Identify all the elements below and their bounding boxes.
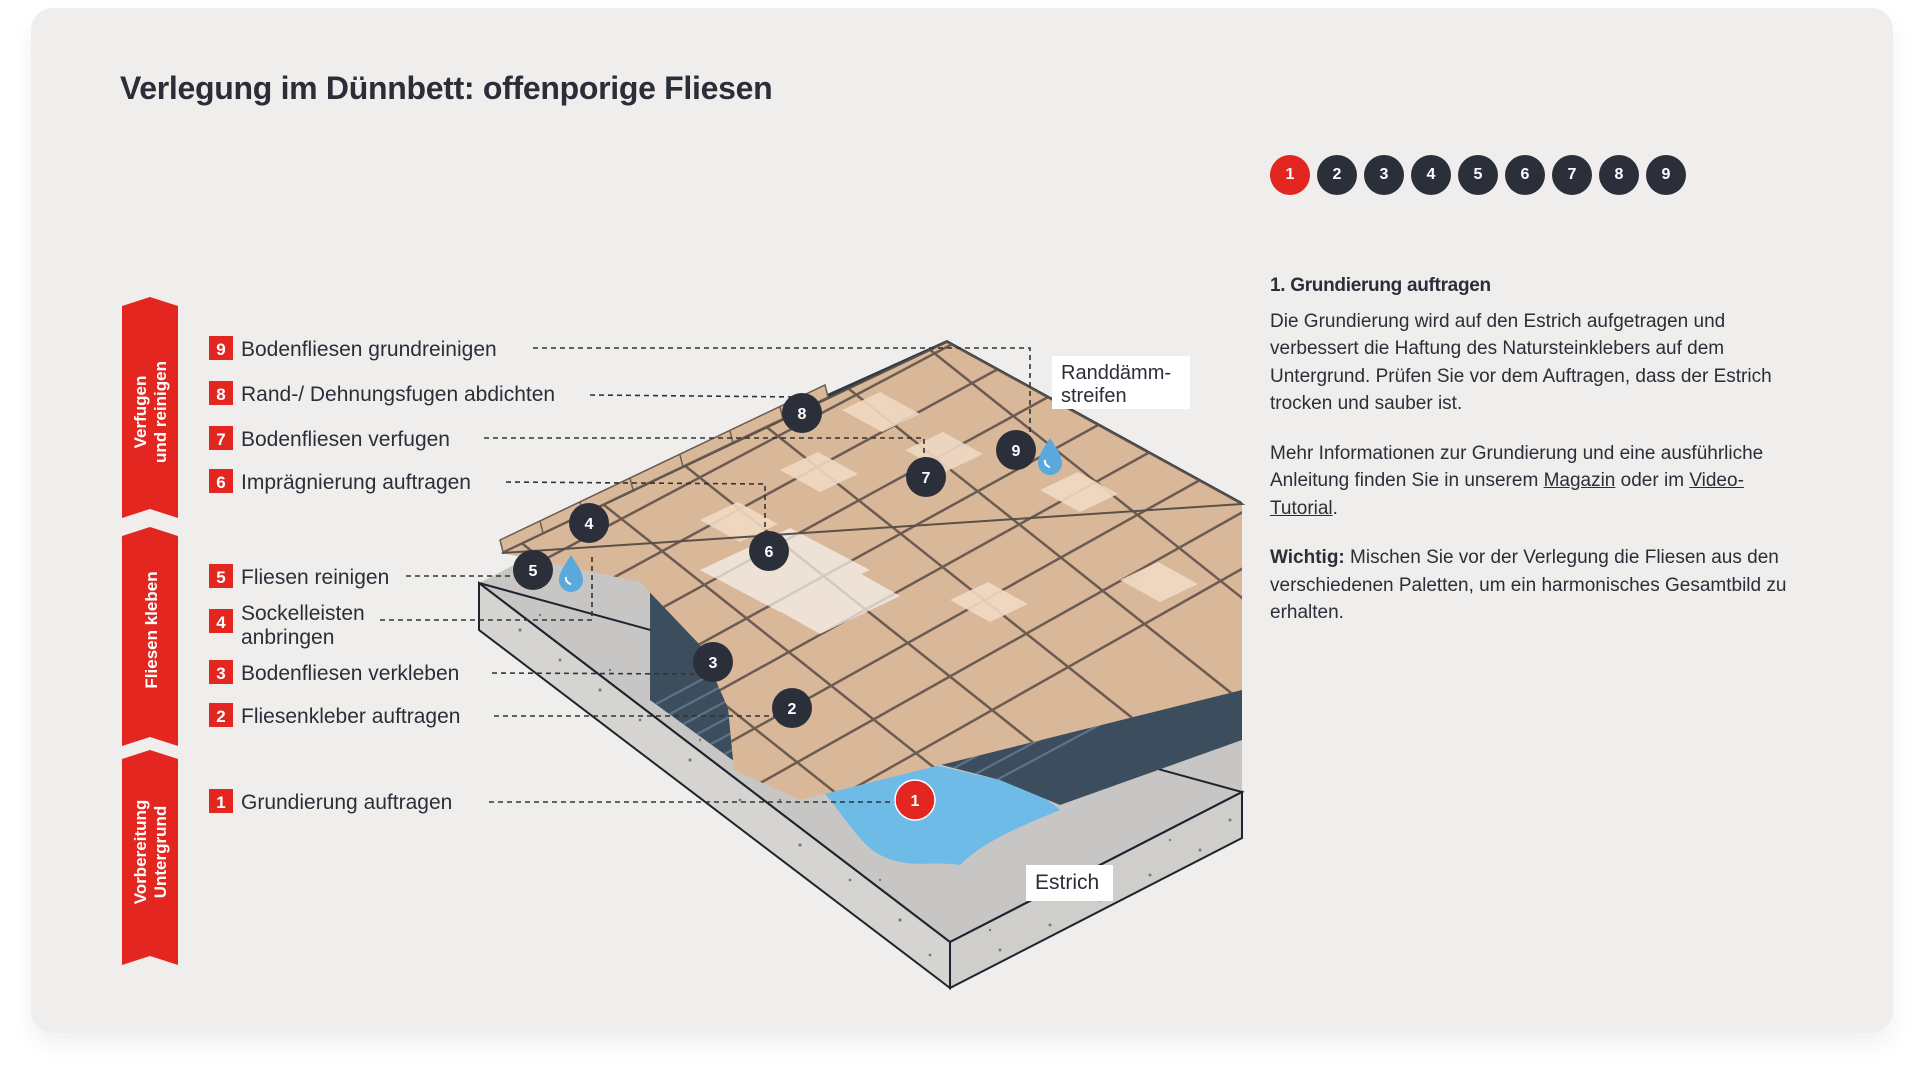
screed-label: Estrich [1026, 865, 1113, 901]
svg-text:Untergrund: Untergrund [151, 806, 170, 899]
step-description: Die Grundierung wird auf den Estrich auf… [1270, 310, 1772, 415]
diagram-marker-1[interactable]: 1 [894, 779, 936, 821]
svg-text:Bodenfliesen verkleben: Bodenfliesen verkleben [241, 662, 459, 685]
water-drop-icon [1038, 438, 1062, 475]
diagram-marker-7[interactable]: 7 [906, 457, 946, 497]
step-heading: 1. Grundierung auftragen [1270, 275, 1491, 296]
step-button-9[interactable]: 9 [1646, 155, 1686, 195]
step-button-1[interactable]: 1 [1270, 155, 1310, 195]
legend-item-1: 1 Grundierung auftragen [209, 789, 452, 814]
primer-layer [820, 760, 1060, 865]
diagram-marker-3[interactable]: 3 [693, 642, 733, 682]
svg-text:2: 2 [788, 701, 797, 718]
legend-item-6: 6 Imprägnierung auftragen [209, 469, 471, 494]
svg-text:Estrich: Estrich [1035, 871, 1099, 894]
step-button-5[interactable]: 5 [1458, 155, 1498, 195]
svg-text:Fliesen reinigen: Fliesen reinigen [241, 566, 389, 589]
step-button-4[interactable]: 4 [1411, 155, 1451, 195]
step-button-6[interactable]: 6 [1505, 155, 1545, 195]
svg-text:Bodenfliesen verfugen: Bodenfliesen verfugen [241, 428, 450, 451]
svg-text:7: 7 [922, 470, 931, 487]
video-tutorial-link[interactable]: Video-Tutorial [1270, 470, 1744, 519]
step-button-8[interactable]: 8 [1599, 155, 1639, 195]
water-drop-icon [559, 555, 583, 592]
leader-lines [380, 347, 1031, 803]
svg-text:4: 4 [585, 516, 594, 533]
svg-text:3: 3 [216, 664, 225, 683]
legend-item-2: 2 Fliesenkleber auftragen [209, 703, 460, 728]
important-note: Wichtig: Mischen Sie vor der Verlegung d… [1270, 547, 1787, 623]
diagram-marker-6[interactable]: 6 [749, 531, 789, 571]
svg-text:streifen: streifen [1061, 385, 1127, 407]
svg-text:9: 9 [216, 340, 225, 359]
legend-item-9: 9 Bodenfliesen grundreinigen [209, 336, 497, 361]
legend-item-4: 4 Sockelleisten anbringen [209, 602, 365, 649]
svg-text:1: 1 [216, 793, 225, 812]
svg-text:Sockelleisten: Sockelleisten [241, 602, 365, 625]
svg-text:7: 7 [216, 430, 225, 449]
svg-text:Fliesenkleber auftragen: Fliesenkleber auftragen [241, 705, 460, 728]
svg-text:Vorbereitung: Vorbereitung [131, 800, 150, 905]
diagram-marker-9[interactable]: 9 [996, 430, 1036, 470]
more-info-paragraph: Mehr Informationen zur Grundierung und e… [1270, 442, 1764, 519]
svg-text:6: 6 [765, 544, 774, 561]
svg-text:Verfugen: Verfugen [131, 376, 150, 449]
svg-text:Fliesen kleben: Fliesen kleben [142, 571, 161, 688]
svg-text:6: 6 [216, 473, 225, 492]
svg-text:9: 9 [1012, 443, 1021, 460]
important-label: Wichtig: [1270, 547, 1345, 568]
diagram-marker-4[interactable]: 4 [569, 503, 609, 543]
step-button-2[interactable]: 2 [1317, 155, 1357, 195]
diagram-marker-5[interactable]: 5 [513, 550, 553, 590]
svg-text:Bodenfliesen grundreinigen: Bodenfliesen grundreinigen [241, 338, 497, 361]
svg-text:Rand-/ Dehnungsfugen abdichten: Rand-/ Dehnungsfugen abdichten [241, 383, 555, 406]
svg-text:Imprägnierung auftragen: Imprägnierung auftragen [241, 471, 471, 494]
svg-text:5: 5 [216, 568, 225, 587]
svg-text:4: 4 [216, 613, 226, 632]
svg-text:anbringen: anbringen [241, 626, 334, 649]
magazin-link[interactable]: Magazin [1543, 470, 1616, 491]
step-button-3[interactable]: 3 [1364, 155, 1404, 195]
svg-text:8: 8 [216, 385, 225, 404]
svg-text:2: 2 [216, 707, 225, 726]
step-button-7[interactable]: 7 [1552, 155, 1592, 195]
svg-text:3: 3 [709, 655, 718, 672]
svg-text:1: 1 [911, 793, 920, 810]
phase-ribbon-finishing: Verfugen und reinigen [122, 297, 178, 518]
step-info-panel: 1. Grundierung auftragen Die Grundierung… [1270, 272, 1810, 649]
svg-text:5: 5 [529, 563, 538, 580]
step-selector: 1 2 3 4 5 6 7 8 9 [1270, 155, 1686, 195]
phase-ribbon-preparation: Vorbereitung Untergrund [122, 750, 178, 965]
phase-ribbon-tiling: Fliesen kleben [122, 527, 178, 746]
diagram-marker-8[interactable]: 8 [782, 393, 822, 433]
diagram-marker-2[interactable]: 2 [772, 688, 812, 728]
legend-item-8: 8 Rand-/ Dehnungsfugen abdichten [209, 381, 555, 406]
legend-item-3: 3 Bodenfliesen verkleben [209, 660, 459, 685]
page-title: Verlegung im Dünnbett: offenporige Flies… [120, 70, 773, 106]
svg-text:Grundierung auftragen: Grundierung auftragen [241, 791, 452, 814]
legend-item-5: 5 Fliesen reinigen [209, 564, 389, 589]
svg-text:8: 8 [798, 406, 807, 423]
svg-text:Randdämm-: Randdämm- [1061, 362, 1171, 384]
edge-strip-label: Randdämm- streifen [1052, 356, 1190, 409]
svg-text:und reinigen: und reinigen [151, 361, 170, 463]
legend-item-7: 7 Bodenfliesen verfugen [209, 426, 450, 451]
